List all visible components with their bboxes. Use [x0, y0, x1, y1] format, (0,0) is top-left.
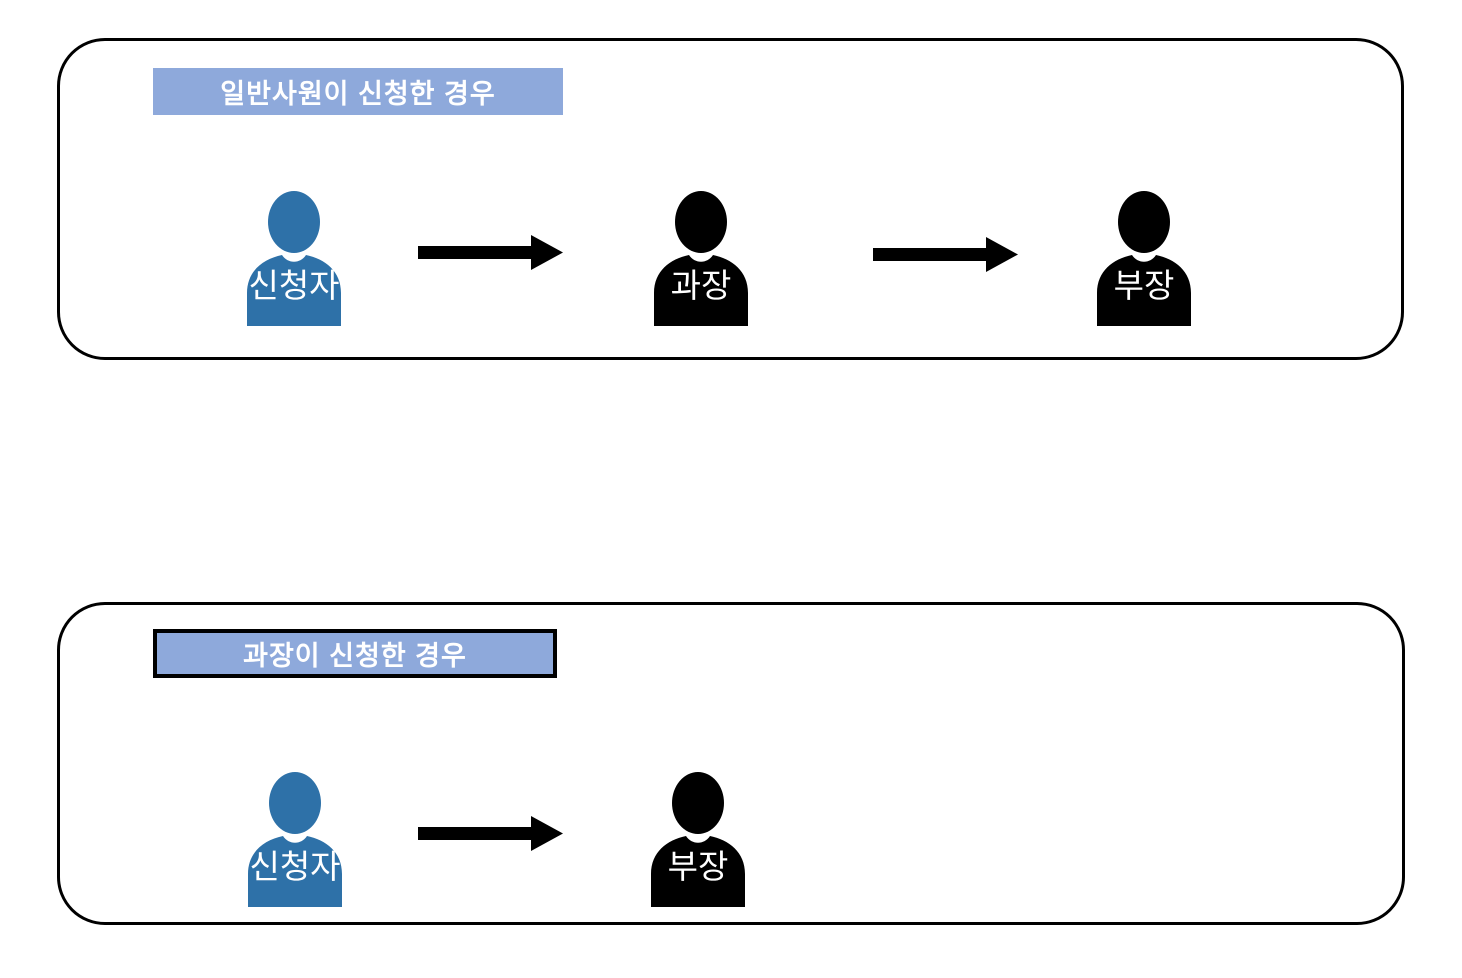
flow-arrow — [418, 234, 563, 272]
flow-title-regular-employee: 일반사원이 신청한 경우 — [153, 68, 563, 115]
flow-title-manager: 과장이 신청한 경우 — [153, 629, 557, 678]
person-label-manager: 과장 — [670, 267, 732, 304]
right-arrow-icon — [873, 237, 1018, 272]
person-silhouette-icon — [248, 772, 342, 907]
flow-box-regular-employee: 일반사원이 신청한 경우 신청자 과장 부장 — [57, 38, 1404, 360]
person-silhouette-icon — [247, 191, 341, 326]
person-label-applicant: 신청자 — [248, 267, 340, 304]
person-label-applicant: 신청자 — [249, 848, 341, 885]
applicant-figure: 신청자 — [244, 189, 344, 326]
flow-arrow — [418, 815, 563, 853]
department-head-figure: 부장 — [1094, 189, 1194, 326]
person-silhouette-icon — [654, 191, 748, 326]
department-head-figure: 부장 — [648, 770, 748, 907]
person-silhouette-icon — [651, 772, 745, 907]
person-silhouette-icon — [1097, 191, 1191, 326]
flow-box-manager: 과장이 신청한 경우 신청자 부장 — [57, 602, 1405, 925]
person-label-department-head: 부장 — [667, 848, 729, 885]
manager-figure: 과장 — [651, 189, 751, 326]
applicant-figure: 신청자 — [245, 770, 345, 907]
right-arrow-icon — [418, 235, 563, 270]
right-arrow-icon — [418, 816, 563, 851]
person-label-department-head: 부장 — [1113, 267, 1175, 304]
flow-arrow — [873, 236, 1018, 274]
